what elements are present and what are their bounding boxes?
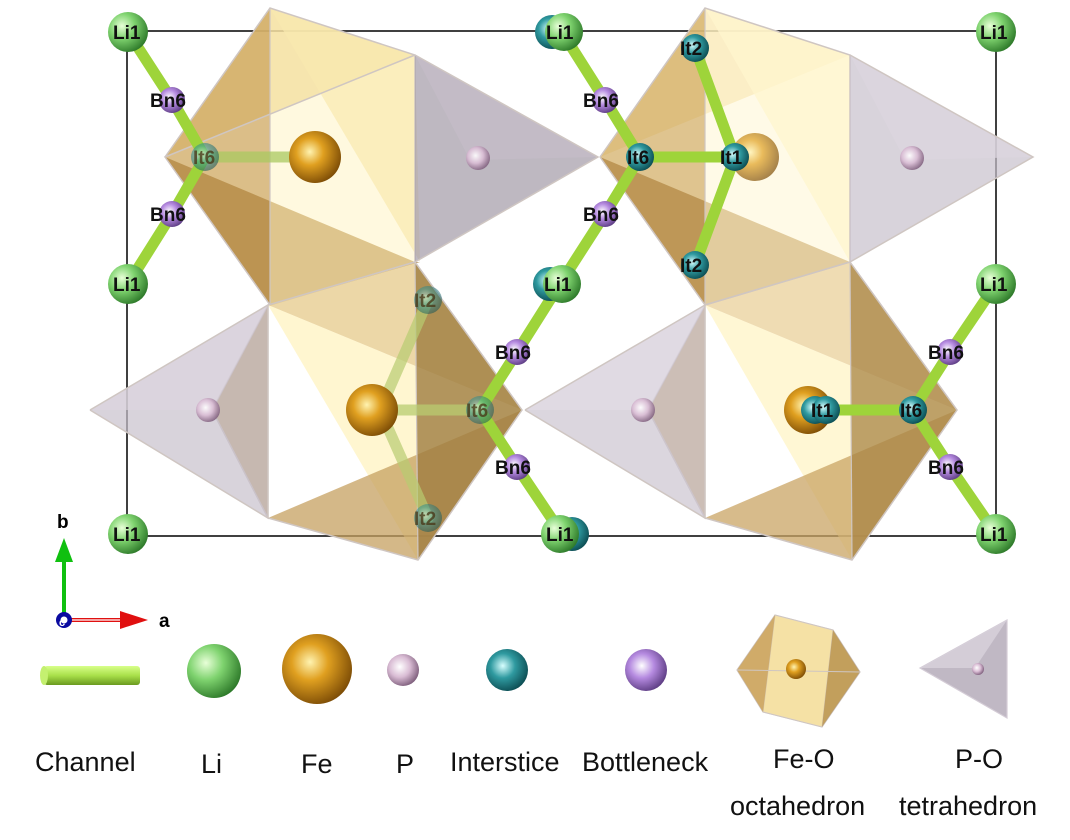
interstice-atom bbox=[414, 286, 442, 314]
atom-label-it2: It2 bbox=[414, 509, 436, 530]
atom-label-bn6: Bn6 bbox=[495, 458, 531, 479]
p-atom bbox=[900, 146, 924, 170]
atom-label-it6: It6 bbox=[900, 401, 922, 422]
bottleneck-atom bbox=[159, 201, 185, 227]
li-atom bbox=[976, 264, 1016, 304]
interstice-atom bbox=[681, 251, 709, 279]
atom-label-it6: It6 bbox=[627, 148, 649, 169]
bottleneck-atom bbox=[159, 87, 185, 113]
legend-channel-icon bbox=[40, 666, 140, 685]
legend-label-interstice: Interstice bbox=[450, 747, 560, 777]
atom-label-li1: Li1 bbox=[113, 525, 141, 546]
atoms-layer bbox=[108, 12, 1016, 554]
polyhedra-layer bbox=[89, 7, 1035, 561]
axis-label-a: a bbox=[159, 611, 170, 632]
interstice-atom bbox=[466, 396, 494, 424]
atom-labels-layer: Li1 Li1 Li1 Li1 Li1 Li1 Li1 Li1 Li1 Bn6 … bbox=[113, 23, 1008, 546]
atom-label-li1: Li1 bbox=[980, 275, 1008, 296]
p-o-tetrahedron-bottom-left bbox=[89, 303, 269, 520]
p-atom bbox=[466, 146, 490, 170]
legend-sublabel-octahedron: octahedron bbox=[730, 791, 865, 821]
atom-label-bn6: Bn6 bbox=[583, 205, 619, 226]
interstice-atom bbox=[626, 143, 654, 171]
b-axis-arrowhead bbox=[55, 538, 73, 562]
atom-label-it1: It1 bbox=[720, 148, 743, 169]
atom-label-bn6: Bn6 bbox=[583, 91, 619, 112]
atom-label-li1: Li1 bbox=[546, 525, 574, 546]
li-atom bbox=[108, 514, 148, 554]
legend-octahedron-icon bbox=[736, 614, 861, 728]
legend-label-p: P bbox=[396, 749, 414, 779]
p-o-tetrahedron-bottom-right bbox=[524, 303, 706, 520]
legend-tetrahedron-icon bbox=[918, 618, 1008, 720]
atom-label-bn6: Bn6 bbox=[495, 343, 531, 364]
bottleneck-atom bbox=[504, 339, 530, 365]
legend-label-p-o: P-O bbox=[955, 744, 1003, 774]
bottleneck-atom bbox=[504, 454, 530, 480]
atom-label-it2: It2 bbox=[680, 256, 702, 277]
li-atom bbox=[541, 515, 579, 553]
axis-label-b: b bbox=[57, 512, 69, 533]
atom-label-li1: Li1 bbox=[980, 23, 1008, 44]
interstice-atom bbox=[812, 396, 840, 424]
atom-label-li1: Li1 bbox=[546, 23, 574, 44]
atom-label-bn6: Bn6 bbox=[928, 458, 964, 479]
atom-label-bn6: Bn6 bbox=[150, 205, 186, 226]
axes-indicator: b a c bbox=[55, 512, 170, 632]
legend-label-fe: Fe bbox=[301, 749, 333, 779]
atom-label-li1: Li1 bbox=[980, 525, 1008, 546]
legend-label-bottleneck: Bottleneck bbox=[582, 747, 709, 777]
fe-atom bbox=[289, 131, 341, 183]
legend-p-icon bbox=[387, 654, 419, 686]
legend-bottleneck-icon bbox=[625, 649, 667, 691]
legend-li-icon bbox=[187, 644, 241, 698]
li-atom bbox=[108, 264, 148, 304]
atom-label-it6: It6 bbox=[193, 148, 215, 169]
legend-fe-icon bbox=[282, 634, 352, 704]
p-o-tetrahedron-top-left bbox=[414, 54, 600, 263]
legend: Channel Li Fe P Interstice Bottleneck Fe… bbox=[35, 614, 1037, 821]
atom-label-it6: It6 bbox=[466, 401, 488, 422]
atom-label-it2: It2 bbox=[414, 291, 436, 312]
atom-label-li1: Li1 bbox=[544, 275, 572, 296]
interstice-atom bbox=[899, 396, 927, 424]
atom-label-it2: It2 bbox=[680, 39, 702, 60]
interstice-atom bbox=[414, 504, 442, 532]
legend-label-channel: Channel bbox=[35, 747, 136, 777]
interstice-atom bbox=[681, 34, 709, 62]
bottleneck-atom bbox=[592, 87, 618, 113]
axis-label-c: c bbox=[59, 617, 65, 629]
li-atom bbox=[976, 12, 1016, 52]
interstice-atom bbox=[721, 143, 749, 171]
bottleneck-atom bbox=[592, 201, 618, 227]
fe-atom bbox=[346, 384, 398, 436]
li-atom bbox=[976, 514, 1016, 554]
fe-o-octahedron-top-left bbox=[163, 7, 420, 306]
bottleneck-atom bbox=[937, 339, 963, 365]
atom-label-li1: Li1 bbox=[113, 23, 141, 44]
fe-atom bbox=[731, 133, 779, 181]
bottleneck-atom bbox=[937, 454, 963, 480]
atom-label-bn6: Bn6 bbox=[928, 343, 964, 364]
atom-label-bn6: Bn6 bbox=[150, 91, 186, 112]
legend-sublabel-tetrahedron: tetrahedron bbox=[899, 791, 1037, 821]
a-axis-arrowhead bbox=[120, 611, 148, 629]
li-atom bbox=[543, 265, 581, 303]
legend-interstice-icon bbox=[486, 649, 528, 691]
atom-label-it1: It1 bbox=[811, 401, 834, 422]
p-atom bbox=[631, 398, 655, 422]
atom-label-li1: Li1 bbox=[113, 275, 141, 296]
interstice-atom bbox=[191, 143, 219, 171]
p-o-tetrahedron-top-right bbox=[849, 54, 1035, 263]
p-atom bbox=[196, 398, 220, 422]
legend-label-fe-o: Fe-O bbox=[773, 744, 835, 774]
li-atom bbox=[545, 13, 583, 51]
legend-label-li: Li bbox=[201, 749, 222, 779]
li-atom bbox=[108, 12, 148, 52]
